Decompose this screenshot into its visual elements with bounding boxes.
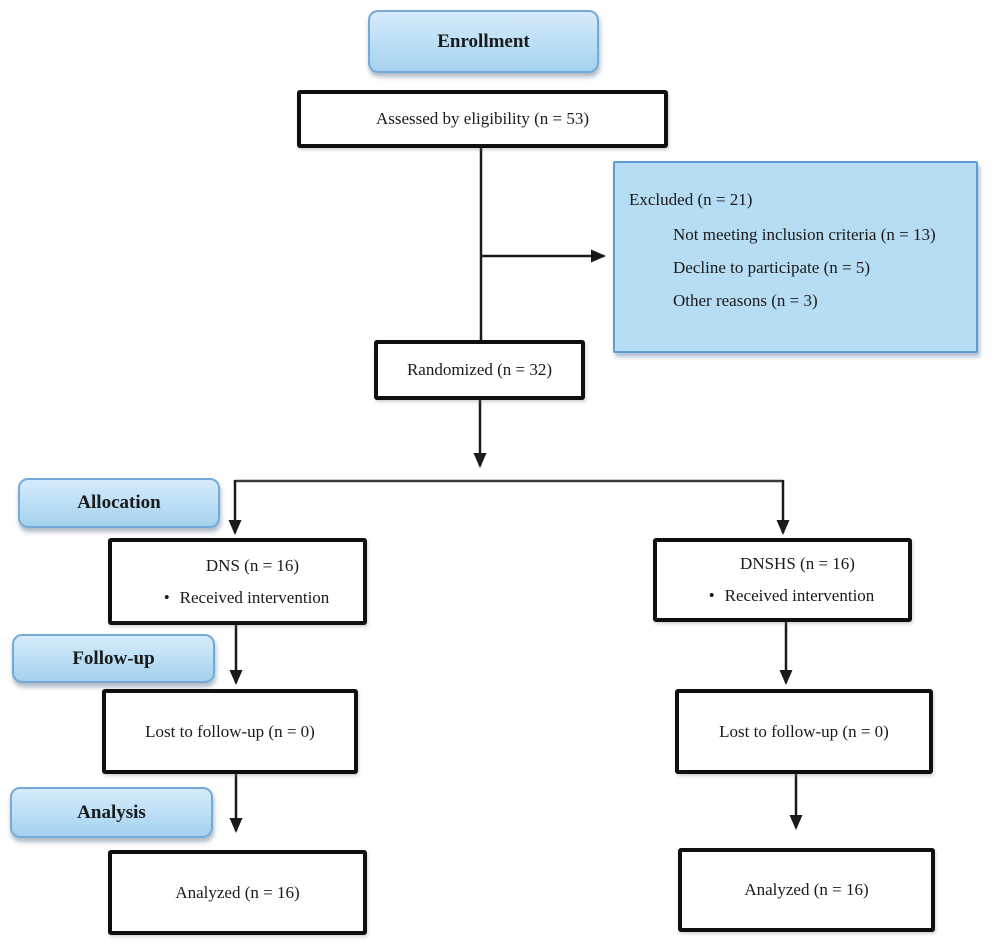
node-group-dns: DNS (n = 16) • Received intervention	[108, 538, 367, 625]
node-group-dnshs: DNSHS (n = 16) • Received intervention	[653, 538, 912, 622]
node-analyzed-right: Analyzed (n = 16)	[678, 848, 935, 932]
stage-analysis: Analysis	[10, 787, 213, 838]
node-group-dnshs-bullet-line: • Received intervention	[709, 586, 875, 606]
node-group-dns-bullet-line: • Received intervention	[164, 588, 330, 608]
node-randomized: Randomized (n = 32)	[374, 340, 585, 400]
stage-allocation-label: Allocation	[77, 492, 161, 513]
node-group-dns-bullet-text: Received intervention	[179, 587, 330, 607]
node-followup-right: Lost to follow-up (n = 0)	[675, 689, 933, 774]
bullet-icon: •	[708, 586, 715, 605]
node-group-dnshs-bullet-text: Received intervention	[724, 586, 875, 605]
node-followup-right-label: Lost to follow-up (n = 0)	[719, 721, 889, 741]
stage-followup-label: Follow-up	[72, 647, 155, 669]
excluded-reason: Not meeting inclusion criteria (n = 13)	[673, 225, 936, 244]
excluded-reason: Decline to participate (n = 5)	[673, 258, 870, 277]
stage-analysis-label: Analysis	[77, 801, 146, 823]
node-group-dns-title: DNS (n = 16)	[205, 555, 300, 575]
node-excluded: Excluded (n = 21) Not meeting inclusion …	[613, 161, 978, 353]
stage-allocation: Allocation	[18, 478, 220, 528]
excluded-reasons: Not meeting inclusion criteria (n = 13) …	[673, 224, 976, 323]
node-followup-left: Lost to follow-up (n = 0)	[102, 689, 358, 774]
node-assessed: Assessed by eligibility (n = 53)	[297, 90, 668, 148]
node-assessed-label: Assessed by eligibility (n = 53)	[375, 109, 590, 128]
stage-enrollment: Enrollment	[368, 10, 599, 73]
node-analyzed-left: Analyzed (n = 16)	[108, 850, 367, 935]
bullet-icon: •	[163, 587, 170, 607]
node-analyzed-right-label: Analyzed (n = 16)	[744, 880, 869, 899]
node-randomized-label: Randomized (n = 32)	[406, 360, 553, 379]
stage-followup: Follow-up	[12, 634, 215, 683]
node-group-dnshs-title: DNSHS (n = 16)	[740, 554, 855, 573]
excluded-title: Excluded (n = 21)	[629, 190, 753, 209]
stage-enrollment-label: Enrollment	[437, 30, 530, 52]
node-analyzed-left-label: Analyzed (n = 16)	[175, 882, 300, 902]
excluded-reason: Other reasons (n = 3)	[673, 291, 818, 310]
node-followup-left-label: Lost to follow-up (n = 0)	[145, 721, 315, 741]
